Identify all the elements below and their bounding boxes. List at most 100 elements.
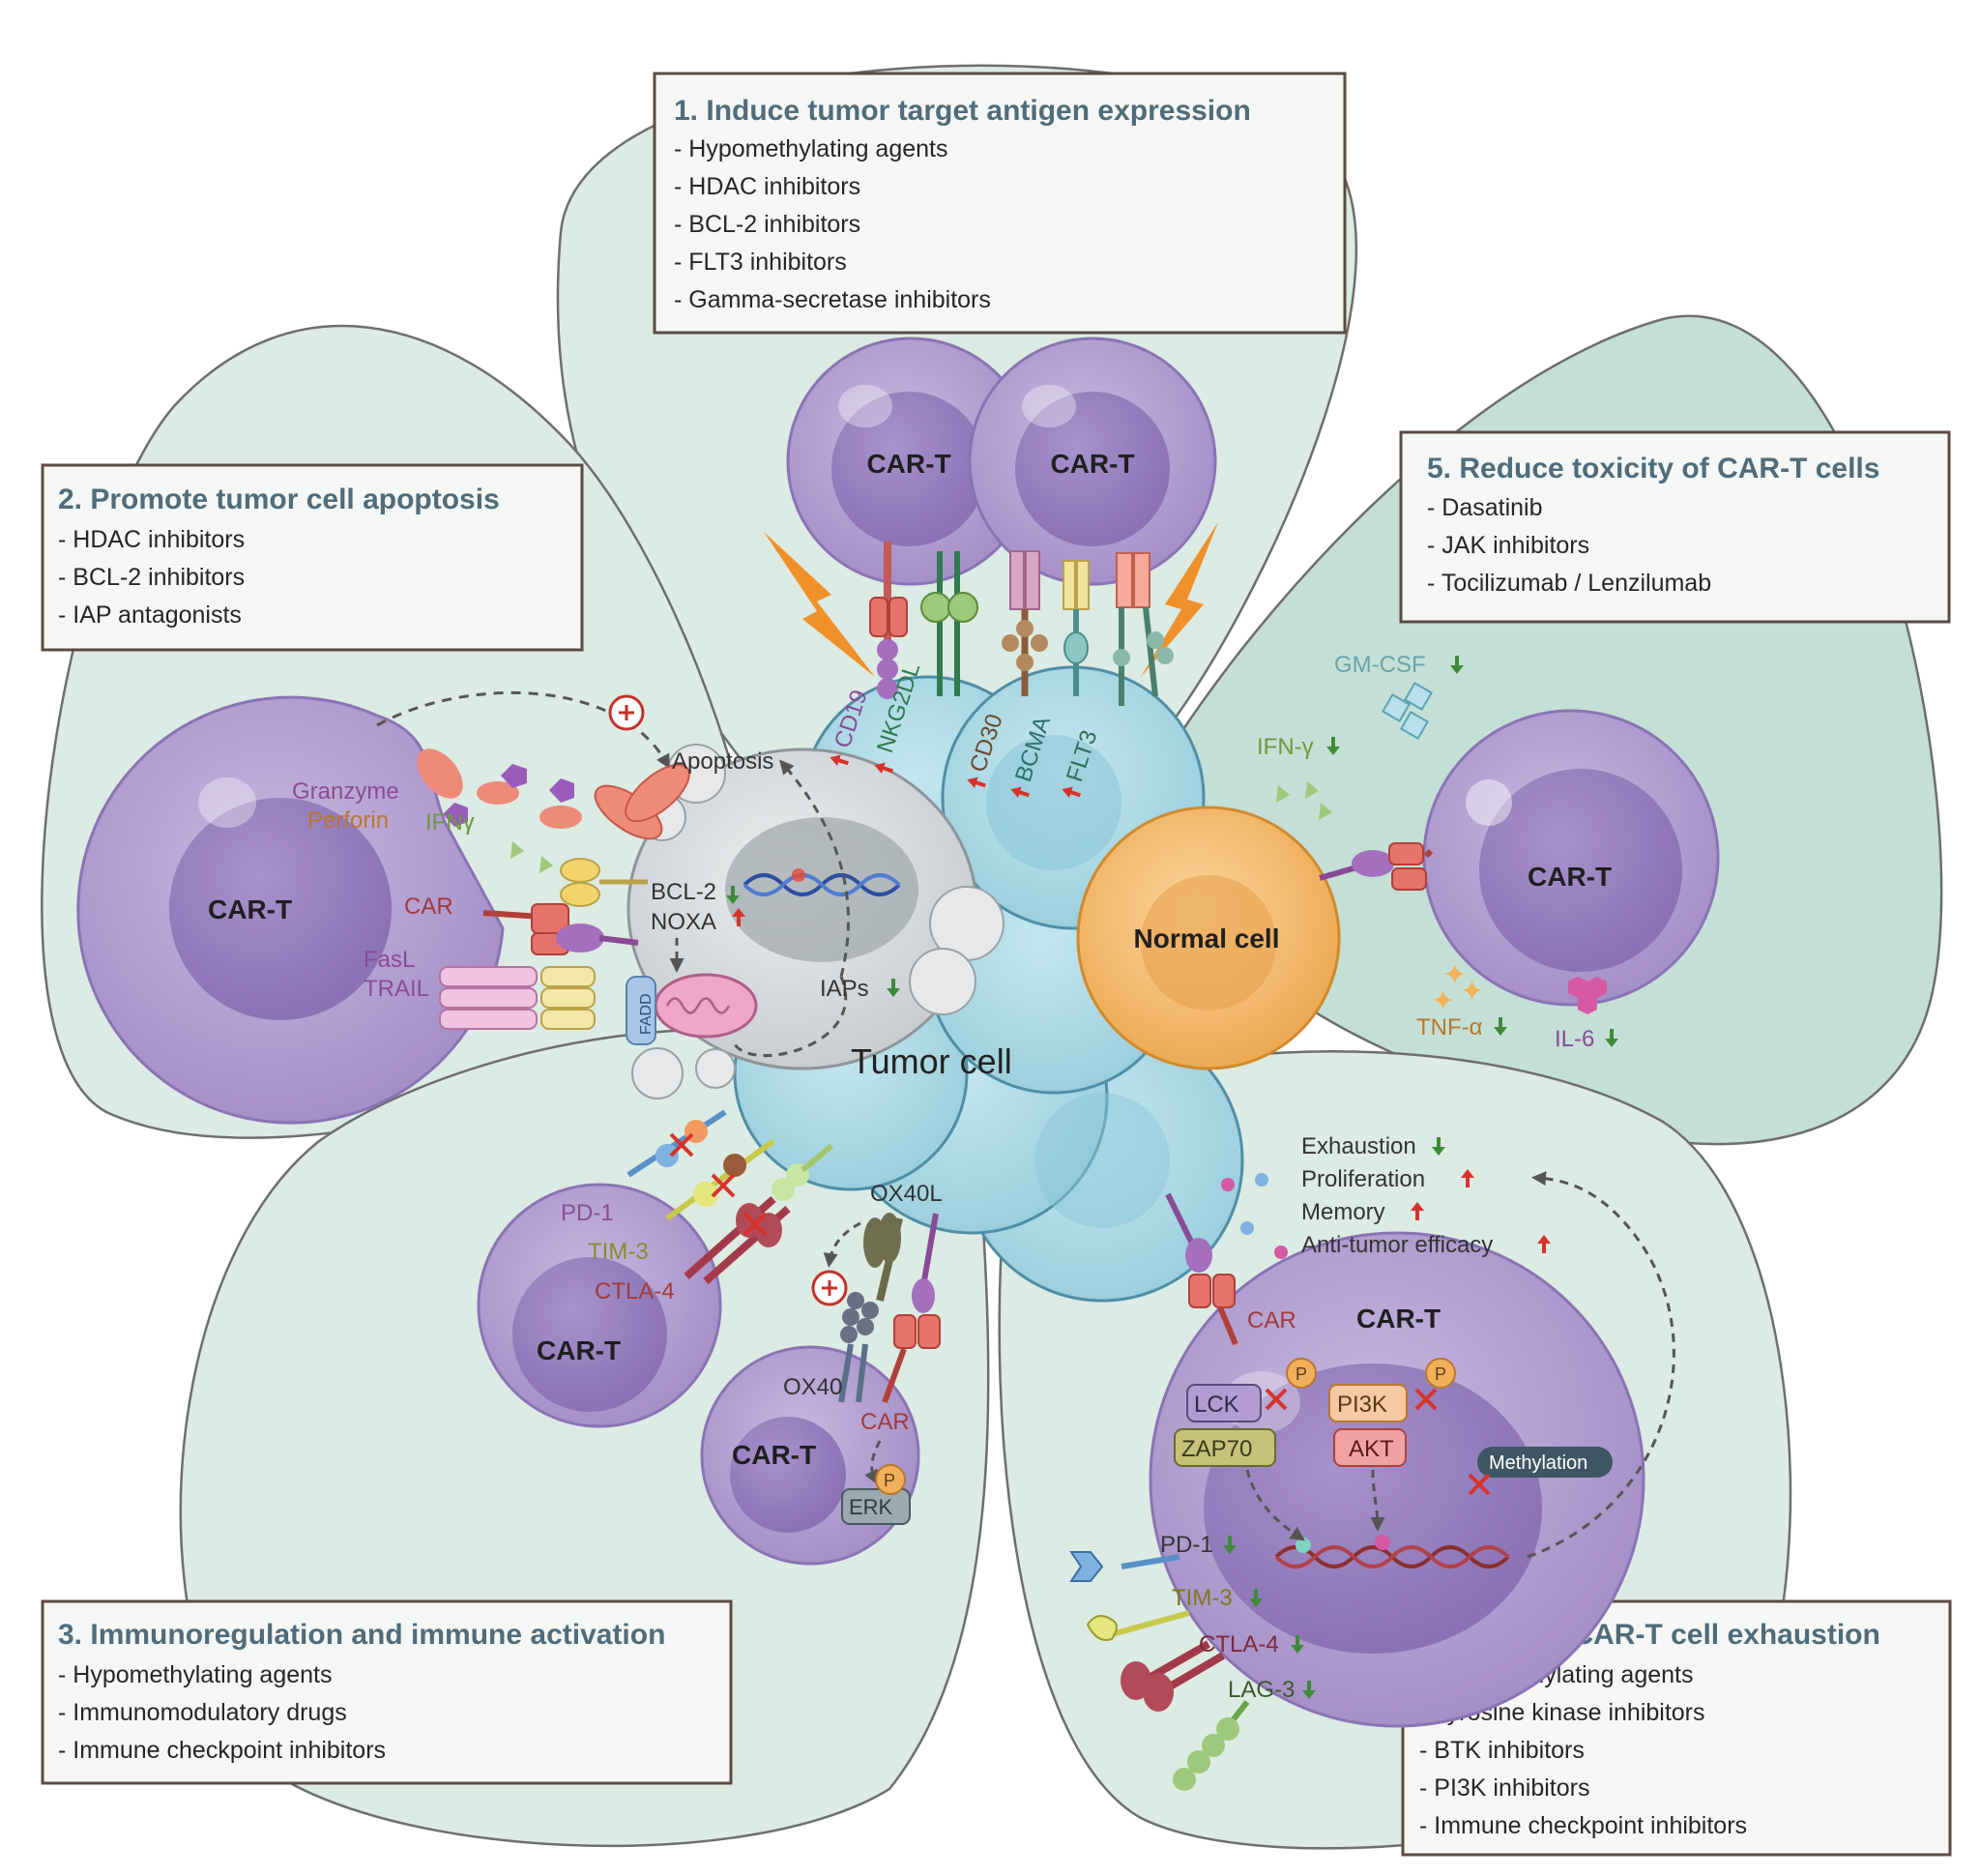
ctla4-label-right: CTLA-4: [1199, 1631, 1279, 1657]
box-5: 5. Reduce toxicity of CAR-T cells - Dasa…: [1399, 430, 1951, 624]
pd1-label: PD-1: [561, 1200, 614, 1226]
ifn-gamma-label: IFN-γ: [1257, 734, 1314, 760]
star-icon: ✦: [1442, 959, 1467, 991]
box-2-item: - BCL-2 inhibitors: [58, 564, 245, 591]
box-3-title: 3. Immunoregulation and immune activatio…: [58, 1619, 665, 1651]
up-arrow-icon: [1537, 1235, 1551, 1253]
il6-label: IL-6: [1555, 1026, 1594, 1052]
box-1-item: - FLT3 inhibitors: [674, 249, 847, 276]
apoptosis-label: Apoptosis: [672, 748, 773, 775]
up-arrow-icon: [732, 908, 745, 926]
exhaustion-signaling: [1069, 1171, 1675, 1791]
car-label-bottom-left: CAR: [860, 1409, 910, 1435]
checkpoint-receptors: [626, 1109, 941, 1525]
box-2-item: - IAP antagonists: [58, 601, 242, 629]
ox40l-label: OX40L: [870, 1181, 943, 1207]
up-arrow-icon: [967, 777, 986, 788]
pi3k-label: PI3K: [1337, 1392, 1387, 1418]
up-arrow-icon: [1062, 786, 1081, 798]
star-icon: ✦: [1460, 976, 1484, 1008]
receptor-nkg2dl: [920, 551, 978, 696]
granzyme-label: Granzyme: [292, 778, 399, 805]
up-arrow-icon: [1411, 1202, 1424, 1220]
memory-label: Memory: [1301, 1199, 1385, 1225]
box-1-title: 1. Induce tumor target antigen expressio…: [674, 95, 1251, 127]
box-2: 2. Promote tumor cell apoptosis - HDAC i…: [41, 463, 584, 652]
antitumor-label: Anti-tumor efficacy: [1301, 1232, 1493, 1258]
box-2-title: 2. Promote tumor cell apoptosis: [58, 484, 500, 515]
cart-label: CAR-T: [1050, 449, 1134, 479]
tnfa-label: TNF-α: [1416, 1014, 1483, 1041]
lck-label: LCK: [1194, 1392, 1239, 1418]
zap70-label: ZAP70: [1181, 1436, 1252, 1462]
proliferation-label: Proliferation: [1301, 1166, 1425, 1192]
trail-label: TRAIL: [364, 976, 429, 1002]
box-4-item: - Immune checkpoint inhibitors: [1419, 1812, 1747, 1839]
box-5-item: - Dasatinib: [1427, 494, 1543, 521]
cart-label: CAR-T: [537, 1335, 621, 1365]
tim3-label: TIM-3: [588, 1239, 649, 1265]
cart-cell-top-right: [968, 337, 1217, 586]
down-arrow-icon: [1302, 1681, 1316, 1699]
apoptosis-mediators: [376, 691, 690, 1045]
up-arrow-icon: [874, 762, 893, 774]
car-label-bottom-right: CAR: [1247, 1307, 1296, 1334]
cart-label: CAR-T: [208, 894, 292, 924]
box-3-item: - Immunomodulatory drugs: [58, 1699, 347, 1726]
exhaustion-label: Exhaustion: [1301, 1133, 1416, 1159]
bcl2-label: BCL-2: [651, 879, 716, 905]
cart-cell-bottom-left-1: [477, 1183, 722, 1428]
down-arrow-icon: [1223, 1536, 1237, 1554]
lightning-icon-left: [764, 532, 875, 677]
normal-cell: [1076, 806, 1341, 1070]
noxa-label: NOXA: [651, 909, 716, 935]
cart-label: CAR-T: [1528, 862, 1612, 892]
down-arrow-icon: [1494, 1017, 1507, 1036]
ifng-label: IFNγ: [425, 809, 475, 835]
lag3-label: LAG-3: [1228, 1677, 1295, 1703]
down-arrow-icon: [1605, 1029, 1618, 1047]
down-arrow-icon: [1450, 656, 1464, 674]
cart-cell-left: [76, 695, 505, 1125]
box-5-item: - Tocilizumab / Lenzilumab: [1427, 570, 1711, 597]
fadd-label: FADD: [638, 993, 655, 1035]
cytokines-right: ✦ ✦ ✦: [1276, 681, 1607, 1017]
erk-label: ERK: [849, 1495, 893, 1519]
box-1-item: - BCL-2 inhibitors: [674, 211, 860, 238]
box-5-item: - JAK inhibitors: [1427, 532, 1589, 559]
perforin-label: Perforin: [307, 807, 389, 834]
lightning-icon-right: [1141, 522, 1218, 677]
tim3-label-right: TIM-3: [1172, 1585, 1233, 1611]
cart-label: CAR-T: [1356, 1304, 1441, 1334]
tumor-cell-label: Tumor cell: [851, 1041, 1012, 1081]
box-2-item: - HDAC inhibitors: [58, 526, 245, 553]
fasl-label: FasL: [364, 947, 415, 973]
cart-cell-right: [1422, 709, 1720, 1007]
star-icon: ✦: [1431, 985, 1455, 1017]
down-arrow-icon: [1249, 1589, 1263, 1607]
phospho-label: P: [1296, 1364, 1307, 1384]
box-3-item: - Hypomethylating agents: [58, 1661, 332, 1688]
cart-label: CAR-T: [732, 1440, 816, 1470]
box-3-item: - Immune checkpoint inhibitors: [58, 1737, 386, 1764]
iaps-label: IAPs: [820, 976, 869, 1002]
box-5-title: 5. Reduce toxicity of CAR-T cells: [1427, 453, 1879, 484]
box-1-item: - Gamma-secretase inhibitors: [674, 286, 991, 313]
box-4-item: - BTK inhibitors: [1419, 1737, 1585, 1764]
box-1: 1. Induce tumor target antigen expressio…: [653, 72, 1347, 335]
ox40-label: OX40: [783, 1374, 842, 1400]
cart-cell-top-left: [786, 337, 1035, 586]
phospho-label: P: [884, 1471, 895, 1490]
akt-label: AKT: [1349, 1436, 1394, 1462]
pd1-label-right: PD-1: [1160, 1532, 1213, 1558]
up-arrow-icon: [1010, 786, 1030, 798]
down-arrow-icon: [1432, 1137, 1445, 1156]
down-arrow-icon: [1326, 737, 1340, 755]
cart-label: CAR-T: [866, 449, 950, 479]
box-1-item: - HDAC inhibitors: [674, 173, 860, 200]
box-1-item: - Hypomethylating agents: [674, 135, 947, 162]
box-4-item: - PI3K inhibitors: [1419, 1774, 1589, 1802]
down-arrow-icon: [1291, 1635, 1304, 1654]
receptor-bcma: [1063, 560, 1090, 696]
